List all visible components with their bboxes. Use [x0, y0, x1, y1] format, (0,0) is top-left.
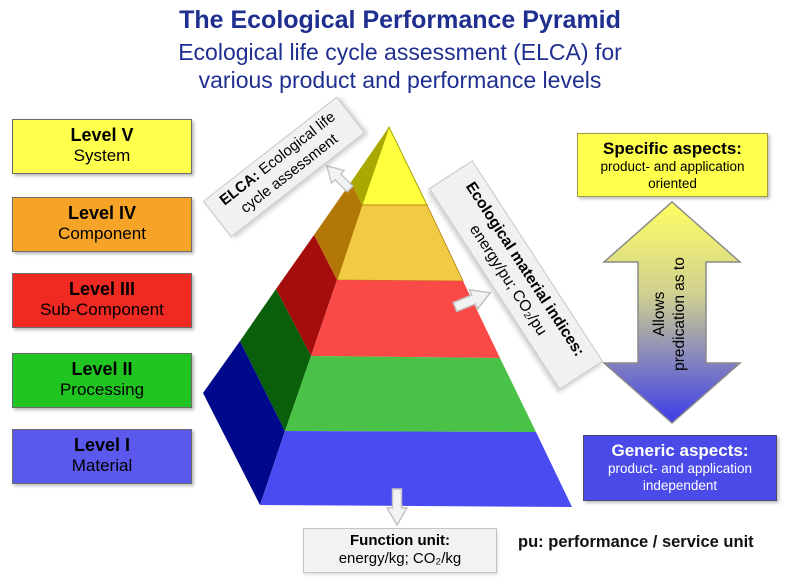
- page-subtitle: Ecological life cycle assessment (ELCA) …: [0, 38, 800, 94]
- double-arrow-label-line2: predication as to: [671, 257, 689, 371]
- pyramid-side-level2: [240, 289, 311, 431]
- elca-callout-arrow-icon: [325, 164, 354, 193]
- specific-aspects-line2: oriented: [648, 175, 697, 191]
- level-box-iii: Level III Sub-Component: [12, 273, 192, 328]
- subtitle-line-2: various product and performance levels: [198, 66, 602, 93]
- specific-aspects-title: Specific aspects:: [603, 139, 742, 158]
- pu-definition-note: pu: performance / service unit: [518, 533, 754, 551]
- level-desc: Component: [58, 223, 146, 243]
- level-desc: Material: [71, 455, 133, 475]
- pyramid-side-level3: [276, 235, 337, 356]
- level-box-ii: Level II Processing: [12, 353, 192, 408]
- level-name: Level IV: [67, 203, 137, 223]
- function-unit-title: Function unit:: [350, 532, 450, 549]
- level-name: Level V: [70, 125, 134, 145]
- title-block: The Ecological Performance Pyramid Ecolo…: [0, 6, 800, 94]
- subtitle-line-1: Ecological life cycle assessment (ELCA) …: [178, 38, 622, 65]
- pyramid-side-level5: [351, 127, 389, 205]
- pyramid-side-level1: [203, 341, 285, 505]
- level-name: Level I: [73, 435, 131, 455]
- specific-aspects-box: Specific aspects: product- and applicati…: [577, 133, 768, 197]
- level-name: Level II: [71, 359, 133, 379]
- double-arrow-label-line1: Allows: [651, 291, 668, 337]
- function-unit-value: energy/kg; CO₂/kg: [338, 550, 462, 567]
- pyramid-front-level3: [311, 280, 500, 358]
- pyramid-front-level2: [285, 356, 536, 432]
- function-unit-box: Function unit: energy/kg; CO₂/kg: [303, 528, 497, 573]
- generic-aspects-line2: independent: [642, 477, 718, 493]
- level-desc: Sub-Component: [40, 299, 164, 319]
- level-desc: System: [73, 145, 131, 165]
- function-unit-arrow-icon: [385, 488, 409, 527]
- double-headed-arrow: [602, 200, 742, 425]
- level-box-v: Level V System: [12, 119, 192, 174]
- page-title: The Ecological Performance Pyramid: [179, 6, 621, 34]
- indices-callout-arrow-icon: [452, 288, 492, 313]
- double-arrow-label: Allows predication as to: [650, 229, 694, 399]
- level-desc: Processing: [59, 379, 145, 399]
- specific-aspects-line1: product- and application: [600, 159, 745, 175]
- level-box-iv: Level IV Component: [12, 197, 192, 252]
- generic-aspects-title: Generic aspects:: [611, 441, 749, 460]
- level-box-i: Level I Material: [12, 429, 192, 484]
- level-name: Level III: [68, 279, 136, 299]
- generic-aspects-box: Generic aspects: product- and applicatio…: [583, 435, 777, 501]
- generic-aspects-line1: product- and application: [607, 461, 753, 477]
- pyramid-side-level4: [314, 182, 362, 280]
- pyramid-front-level1: [260, 431, 572, 507]
